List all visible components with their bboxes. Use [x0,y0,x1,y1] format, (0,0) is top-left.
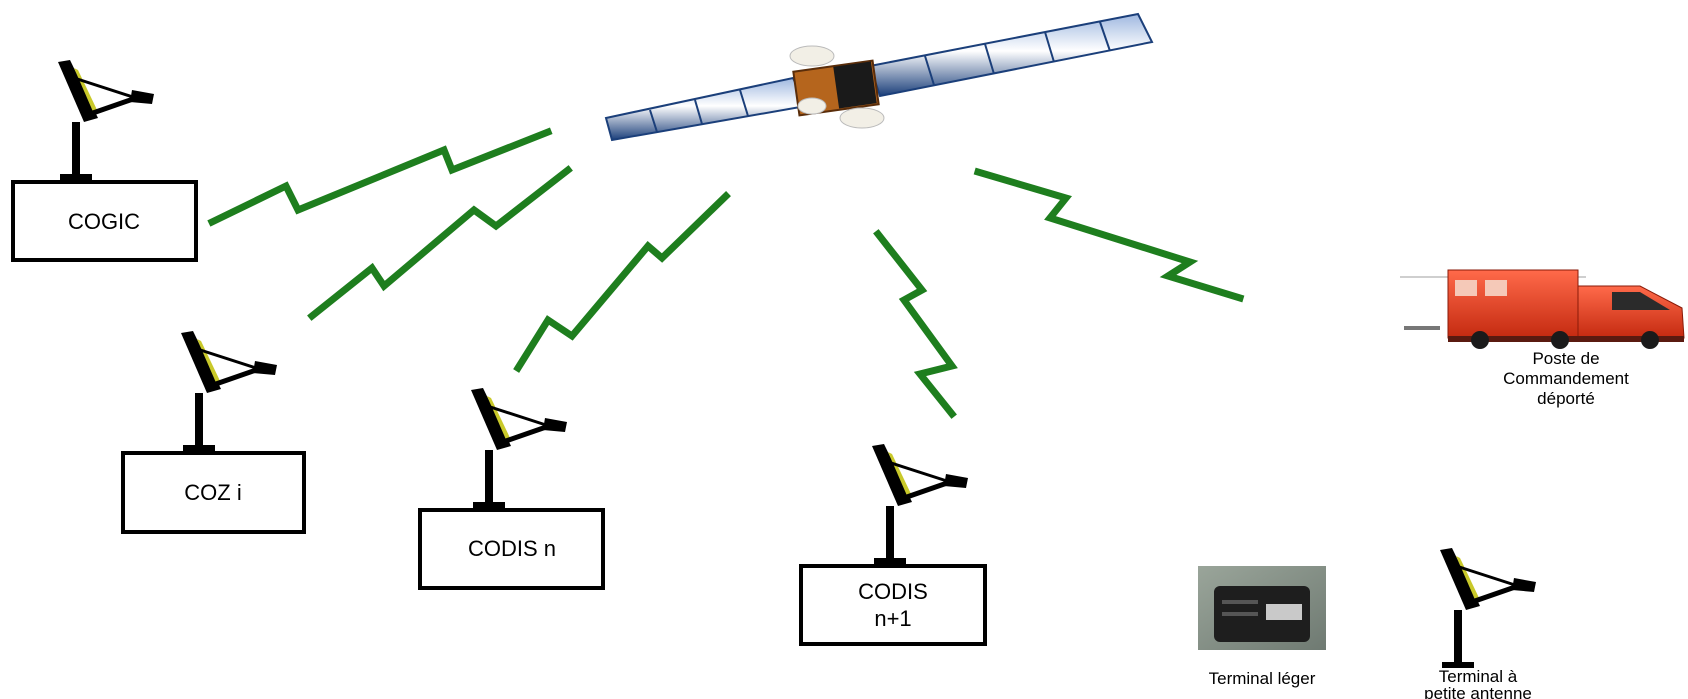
link-cogic [212,132,548,222]
caption-poste-line3: déporté [1537,389,1595,408]
portable-terminal-icon [1198,566,1326,650]
station-label-codis-n1-line2: n+1 [874,606,911,631]
command-truck-icon [1400,270,1684,349]
satellite-dish-icon [872,444,968,564]
poste-commandement: Poste de Commandement déporté [1400,270,1684,408]
satellite-icon [606,14,1152,140]
satellite-dish-icon [181,331,277,451]
radio-links [212,132,1240,414]
station-label-codis-n1-line1: CODIS [858,579,928,604]
station-label-codis-n: CODIS n [468,536,556,561]
satellite-dish-icon [58,60,154,180]
caption-terminal-antenne-line2: petite antenne [1424,684,1532,699]
station-coz: COZ i [123,331,304,532]
station-label-cogic: COGIC [68,209,140,234]
caption-terminal-leger: Terminal léger [1209,669,1316,688]
satellite-dish-icon [471,388,567,508]
terminal-petite-antenne: Terminal à petite antenne [1424,548,1536,699]
station-cogic: COGIC [13,60,196,260]
caption-poste-line1: Poste de [1532,349,1599,368]
satellite-dish-icon [1440,548,1536,668]
link-poste [978,172,1240,298]
station-label-coz: COZ i [184,480,241,505]
link-codis-n1 [878,234,952,414]
caption-poste-line2: Commandement [1503,369,1629,388]
station-codis-n: CODIS n [420,388,603,588]
link-codis-n [518,196,726,368]
terminal-leger: Terminal léger [1198,566,1326,688]
station-box [801,566,985,644]
station-codis-n1: CODIS n+1 [801,444,985,644]
